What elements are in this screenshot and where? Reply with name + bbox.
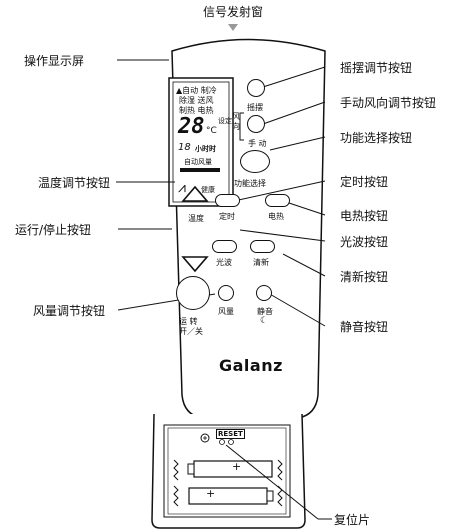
label-swing: 摇摆调节按钮 xyxy=(340,61,413,75)
manual-label: 手 动 xyxy=(248,139,267,148)
label-heater: 电热按钮 xyxy=(340,209,389,223)
leader-swing xyxy=(262,66,326,88)
signal-arrow-icon xyxy=(228,24,238,31)
lcd-mode-row2: 除湿 送风 xyxy=(179,96,214,105)
label-timer: 定时按钮 xyxy=(340,175,389,189)
temp-up-icon xyxy=(181,185,209,202)
timer-label: 定时 xyxy=(219,212,235,221)
label-display: 操作显示屏 xyxy=(24,54,85,68)
label-fresh: 清新按钮 xyxy=(340,270,389,284)
temp-down-icon xyxy=(181,256,209,273)
temp-label: 温度 xyxy=(188,214,204,223)
label-light: 光波按钮 xyxy=(340,235,389,249)
leader-reset xyxy=(225,444,319,520)
light-button[interactable] xyxy=(212,240,237,253)
manual-wind-button[interactable] xyxy=(247,115,265,133)
timer-button[interactable] xyxy=(215,194,240,207)
lcd-temp-unit: °C xyxy=(206,126,217,136)
label-manual-dir: 手动风向调节按钮 xyxy=(340,96,437,110)
label-run-stop: 运行/停止按钮 xyxy=(15,223,92,237)
lcd-small-units: 设定 xyxy=(218,117,232,125)
label-mode: 功能选择按钮 xyxy=(340,131,413,145)
lcd-health: 健康 xyxy=(201,186,215,194)
leader-mode xyxy=(269,136,326,151)
reset-label: RESET xyxy=(216,429,245,439)
label-temp: 温度调节按钮 xyxy=(38,176,111,190)
heater-button[interactable] xyxy=(265,194,290,207)
signal-window-label: 信号发射窗 xyxy=(203,5,264,19)
swing-label: 摇摆 xyxy=(247,103,263,112)
battery-2 xyxy=(188,487,268,505)
leader-quiet xyxy=(267,292,326,327)
spring-icon xyxy=(173,459,179,481)
fresh-button[interactable] xyxy=(250,240,275,253)
battery-plus-icon: + xyxy=(232,460,242,473)
moon-icon: ☾ xyxy=(260,316,269,326)
wind-dir-label: 风向 xyxy=(232,112,240,131)
wind-bars xyxy=(180,168,220,172)
mode-select-button[interactable] xyxy=(240,150,270,173)
label-quiet: 静音按钮 xyxy=(340,320,389,334)
run-stop-button[interactable] xyxy=(176,276,210,310)
label-fan: 风量调节按钮 xyxy=(33,304,106,318)
lcd-mode-row3: 制热 电热 xyxy=(179,106,214,115)
leader-light xyxy=(239,229,326,242)
lcd-mode-row1: ▲自动 制冷 xyxy=(176,86,217,95)
quiet-button[interactable] xyxy=(256,285,272,301)
quiet-label: 静音 xyxy=(257,307,273,316)
lcd-temp-digits: 28 xyxy=(178,114,205,139)
battery-plus-icon-2: + xyxy=(206,487,216,500)
on-off-label: 开／关 xyxy=(179,327,203,336)
light-label: 光波 xyxy=(216,258,232,267)
leader-timer xyxy=(233,180,326,202)
fresh-label: 清新 xyxy=(253,258,269,267)
label-reset: 复位片 xyxy=(334,513,371,527)
reset-contact-icon xyxy=(219,439,225,445)
lcd-time-label: 小时时 xyxy=(195,145,216,153)
mode-select-label: 功能选择 xyxy=(234,179,266,188)
bracket xyxy=(239,112,244,141)
brand-logo: Galanz xyxy=(219,356,283,375)
heater-label: 电热 xyxy=(268,212,284,221)
lcd-time: 18 xyxy=(178,142,191,153)
lcd-auto-wind: 自动风量 xyxy=(184,158,212,166)
lcd-fan-icon: ⩘ xyxy=(178,180,186,196)
leader-heater xyxy=(282,200,326,216)
swing-button[interactable] xyxy=(247,79,265,97)
fan-speed-button[interactable] xyxy=(218,285,234,301)
leader-manual xyxy=(262,101,326,125)
lcd-inner xyxy=(172,81,230,203)
run-label: 运 转 xyxy=(179,317,198,326)
fan-label: 风量 xyxy=(218,307,234,316)
leader-fresh xyxy=(282,253,326,277)
